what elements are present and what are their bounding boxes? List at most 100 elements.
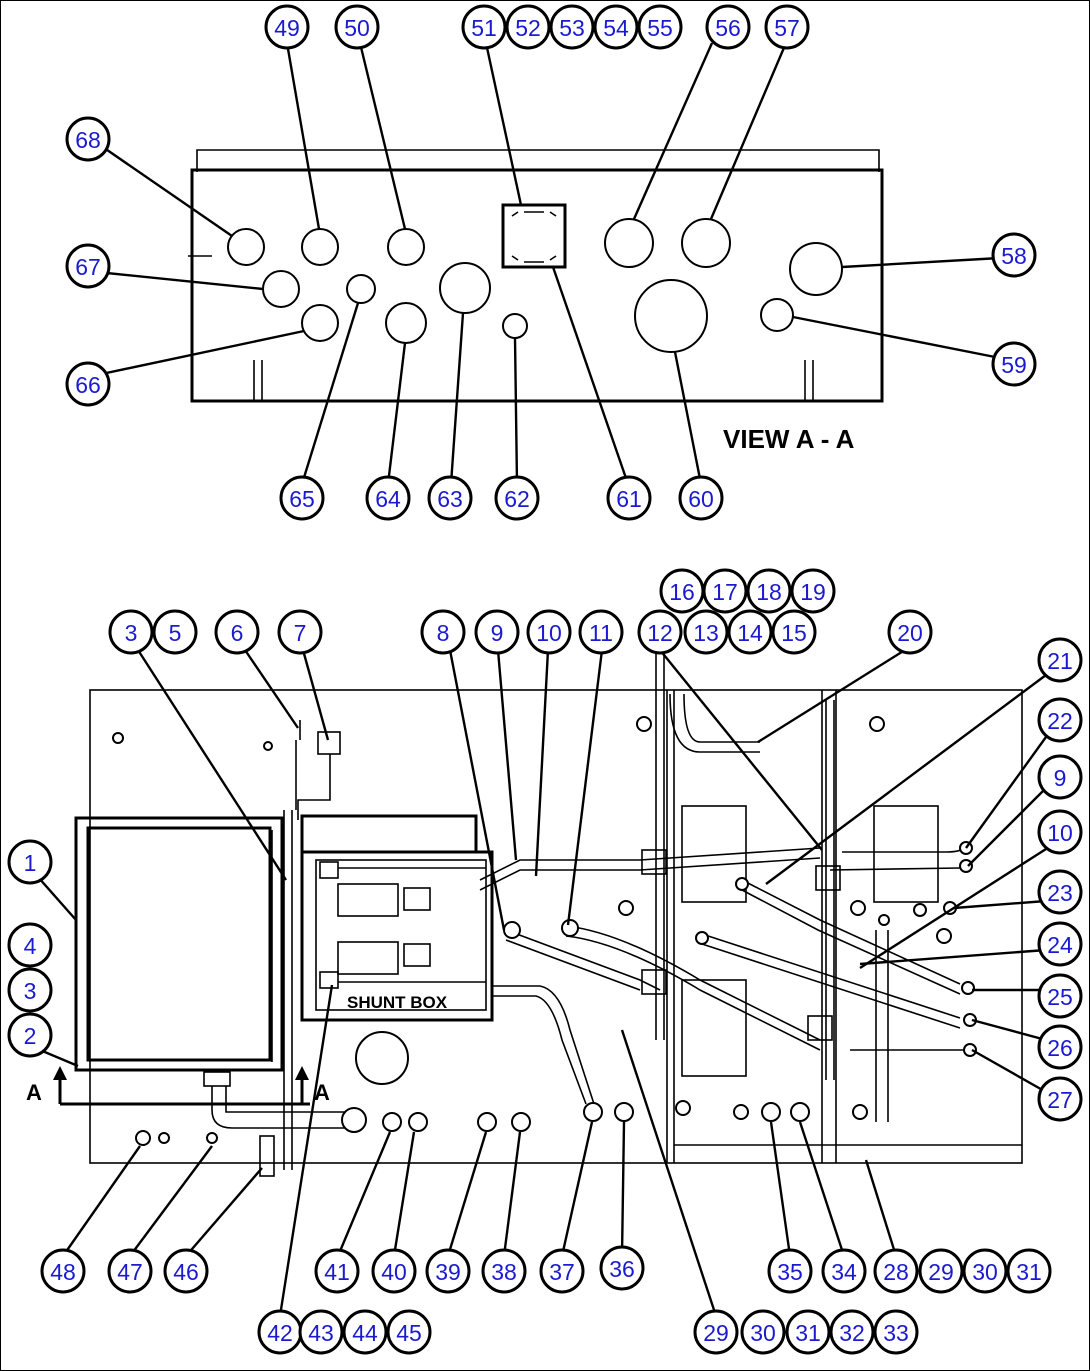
callout-number: 55 — [647, 15, 673, 41]
callout-circle — [425, 1248, 471, 1294]
callout-55: 55 — [637, 4, 683, 50]
callout-34: 34 — [821, 1248, 867, 1294]
callout-number: 65 — [289, 486, 315, 512]
callout-circle — [705, 4, 751, 50]
callout-circle — [693, 1309, 739, 1355]
callout-number: 67 — [75, 254, 101, 280]
callout-number: 53 — [559, 15, 585, 41]
callout-number: 32 — [839, 1320, 865, 1346]
section-marker-left: A — [26, 1080, 42, 1105]
callout-number: 39 — [435, 1259, 461, 1285]
callout-25: 25 — [1037, 973, 1083, 1019]
callout-circle — [637, 609, 683, 655]
callout-15: 15 — [771, 609, 817, 655]
callout-11: 11 — [578, 609, 624, 655]
panel-hole — [227, 228, 265, 266]
shunt-box-label: SHUNT BOX — [347, 993, 448, 1012]
callout-number: 5 — [169, 620, 182, 646]
callout-20: 20 — [887, 609, 933, 655]
panel-hole — [502, 313, 528, 339]
callout-circle — [65, 243, 111, 289]
callout-37: 37 — [539, 1248, 585, 1294]
callout-52: 52 — [505, 4, 551, 50]
square-cutout — [501, 203, 567, 269]
callout-number: 31 — [1016, 1259, 1042, 1285]
callout-number: 27 — [1047, 1087, 1073, 1113]
callout-62: 62 — [494, 475, 540, 521]
callout-number: 11 — [589, 620, 613, 646]
callout-number: 6 — [231, 620, 244, 646]
callout-circle — [821, 1248, 867, 1294]
callout-63: 63 — [427, 475, 473, 521]
callout-number: 22 — [1047, 708, 1073, 734]
callout-number: 3 — [125, 620, 138, 646]
callout-circle — [1037, 809, 1083, 855]
callout-circle — [549, 4, 595, 50]
callout-number: 28 — [883, 1259, 909, 1285]
callout-3: 3 — [7, 967, 53, 1013]
callout-circle — [277, 609, 323, 655]
callout-circle — [962, 1248, 1008, 1294]
callout-number: 52 — [515, 15, 541, 41]
callout-number: 34 — [831, 1259, 857, 1285]
callout-number: 56 — [715, 15, 741, 41]
callout-29: 29 — [693, 1309, 739, 1355]
callout-circle — [279, 475, 325, 521]
callout-number: 43 — [308, 1320, 334, 1346]
callout-10: 10 — [1037, 809, 1083, 855]
callout-number: 24 — [1047, 932, 1073, 958]
callout-28: 28 — [873, 1248, 919, 1294]
callout-number: 30 — [972, 1259, 998, 1285]
callout-number: 20 — [897, 620, 923, 646]
callout-circle — [606, 475, 652, 521]
callout-circle — [578, 609, 624, 655]
callout-circle — [1037, 973, 1083, 1019]
callout-8: 8 — [420, 609, 466, 655]
callout-circle — [7, 839, 53, 885]
mounting-plate — [89, 689, 1023, 1164]
callout-circle — [539, 1248, 585, 1294]
callout-circle — [991, 232, 1037, 278]
callout-circle — [214, 609, 260, 655]
panel-hole — [385, 302, 427, 344]
callout-circle — [314, 1248, 360, 1294]
panel-hole — [604, 218, 654, 268]
callout-circle — [829, 1309, 875, 1355]
callout-circle — [298, 1309, 344, 1355]
callout-58: 58 — [991, 232, 1037, 278]
callout-circle — [637, 4, 683, 50]
callout-circle — [1037, 697, 1083, 743]
callout-circle — [873, 1309, 919, 1355]
callout-number: 29 — [928, 1259, 954, 1285]
callout-3: 3 — [108, 609, 154, 655]
callout-57: 57 — [764, 4, 810, 50]
shunt-box — [300, 814, 478, 854]
callout-number: 29 — [703, 1320, 729, 1346]
callout-number: 57 — [774, 15, 800, 41]
callout-circle — [599, 1245, 645, 1291]
callout-46: 46 — [163, 1248, 209, 1294]
callout-number: 46 — [173, 1259, 199, 1285]
callout-circle — [740, 1309, 786, 1355]
callout-number: 44 — [352, 1320, 378, 1346]
callout-number: 19 — [800, 579, 826, 605]
callout-number: 59 — [1001, 352, 1027, 378]
callout-22: 22 — [1037, 697, 1083, 743]
callout-number: 25 — [1047, 984, 1073, 1010]
callout-61: 61 — [606, 475, 652, 521]
callout-number: 66 — [75, 372, 101, 398]
callout-42: 42 — [257, 1309, 303, 1355]
callout-number: 45 — [396, 1320, 422, 1346]
callout-number: 50 — [344, 15, 370, 41]
callout-number: 51 — [471, 15, 497, 41]
callout-circle — [1037, 921, 1083, 967]
callout-number: 9 — [491, 620, 504, 646]
callout-circle — [108, 609, 154, 655]
callout-circle — [767, 1248, 813, 1294]
callout-circle — [152, 609, 198, 655]
callout-number: 42 — [267, 1320, 293, 1346]
callout-circle — [65, 361, 111, 407]
panel-hole — [346, 274, 376, 304]
callout-67: 67 — [65, 243, 111, 289]
